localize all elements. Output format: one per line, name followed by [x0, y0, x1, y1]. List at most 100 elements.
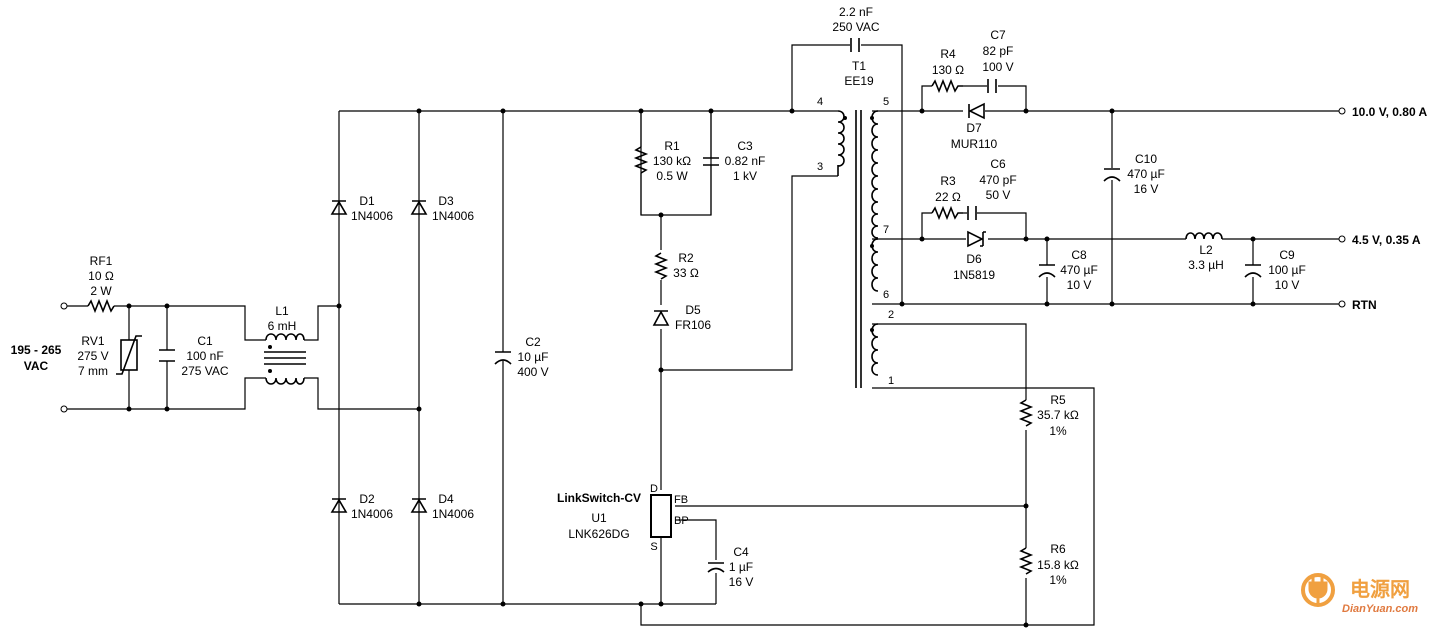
svg-text:470 pF: 470 pF	[979, 173, 1016, 187]
rv1-label: RV1 275 V 7 mm	[77, 334, 108, 378]
r1-symbol	[633, 146, 649, 174]
rv1-symbol	[116, 335, 142, 375]
d3-label: D3 1N4006	[432, 194, 474, 223]
svg-text:400 V: 400 V	[517, 365, 548, 379]
d4-label: D4 1N4006	[432, 492, 474, 521]
rf1-symbol	[87, 298, 115, 314]
input-label: 195 - 265 VAC	[11, 343, 62, 373]
svg-text:T1: T1	[852, 59, 866, 73]
svg-text:RV1: RV1	[81, 334, 104, 348]
c3-label: C3 0.82 nF 1 kV	[725, 139, 766, 183]
svg-text:470 µF: 470 µF	[1127, 167, 1165, 181]
r2-label: R2 33 Ω	[673, 251, 699, 280]
l1-symbol	[264, 333, 306, 385]
svg-text:4: 4	[817, 96, 823, 108]
svg-text:130 Ω: 130 Ω	[932, 63, 964, 77]
svg-text:BP: BP	[674, 515, 689, 527]
svg-text:1N4006: 1N4006	[351, 209, 393, 223]
u1-label: LinkSwitch-CV U1 LNK626DG D S FB BP	[557, 483, 689, 553]
watermark-site: DianYuan.com	[1342, 603, 1418, 615]
svg-text:R3: R3	[940, 174, 956, 188]
c2-label: C2 10 µF 400 V	[517, 335, 548, 379]
svg-text:100 V: 100 V	[982, 60, 1013, 74]
d5-label: D5 FR106	[675, 303, 711, 332]
r4-symbol	[931, 78, 963, 94]
svg-text:C9: C9	[1279, 248, 1295, 262]
svg-text:50 V: 50 V	[986, 188, 1011, 202]
svg-text:1N4006: 1N4006	[351, 507, 393, 521]
d6-label: D6 1N5819	[953, 252, 995, 282]
svg-text:82 pF: 82 pF	[983, 44, 1014, 58]
svg-text:C3: C3	[737, 139, 753, 153]
svg-text:D7: D7	[966, 121, 982, 135]
svg-text:L2: L2	[1199, 243, 1213, 257]
svg-text:S: S	[650, 541, 657, 553]
svg-text:0.5 W: 0.5 W	[656, 169, 688, 183]
svg-text:15.8 kΩ: 15.8 kΩ	[1037, 558, 1079, 572]
svg-text:D3: D3	[438, 194, 454, 208]
l2-symbol	[1185, 232, 1223, 240]
cy-label: 2.2 nF 250 VAC	[832, 5, 879, 34]
svg-text:3: 3	[817, 161, 823, 173]
svg-text:R2: R2	[678, 251, 694, 265]
svg-text:EE19: EE19	[844, 74, 874, 88]
c9-label: C9 100 µF 10 V	[1268, 248, 1306, 292]
svg-text:D4: D4	[438, 492, 454, 506]
svg-text:2.2 nF: 2.2 nF	[839, 5, 873, 19]
svg-text:33 Ω: 33 Ω	[673, 266, 699, 280]
svg-text:2 W: 2 W	[90, 284, 112, 298]
svg-text:LinkSwitch-CV: LinkSwitch-CV	[557, 491, 641, 505]
svg-text:10 V: 10 V	[1067, 278, 1092, 292]
svg-text:250 VAC: 250 VAC	[832, 20, 879, 34]
svg-text:C4: C4	[733, 545, 749, 559]
svg-text:MUR110: MUR110	[951, 137, 998, 151]
r5-label: R5 35.7 kΩ 1%	[1037, 393, 1079, 438]
svg-text:R1: R1	[664, 139, 680, 153]
svg-text:D6: D6	[966, 252, 982, 266]
svg-text:1N4006: 1N4006	[432, 507, 474, 521]
svg-text:C1: C1	[197, 334, 213, 348]
svg-text:275 VAC: 275 VAC	[181, 364, 228, 378]
input-voltage-unit: VAC	[24, 359, 49, 373]
d1-label: D1 1N4006	[351, 194, 393, 223]
c9-symbol	[1244, 264, 1262, 278]
d2-label: D2 1N4006	[351, 492, 393, 521]
svg-text:10 Ω: 10 Ω	[88, 269, 114, 283]
c10-symbol	[1103, 168, 1121, 182]
r5-symbol	[1018, 399, 1034, 427]
svg-text:D5: D5	[685, 303, 701, 317]
bridge-diodes	[330, 200, 428, 513]
c6-label: C6 470 pF 50 V	[979, 157, 1016, 202]
svg-text:C6: C6	[990, 157, 1006, 171]
svg-text:22 Ω: 22 Ω	[935, 190, 961, 204]
output-terminal-10v	[1338, 107, 1346, 115]
svg-text:5: 5	[883, 96, 889, 108]
svg-text:C2: C2	[525, 335, 541, 349]
c1-symbol	[159, 349, 175, 362]
watermark-logo: 电源网 DianYuan.com	[1301, 573, 1418, 615]
svg-text:7: 7	[883, 224, 889, 236]
r1-label: R1 130 kΩ 0.5 W	[653, 139, 691, 183]
output-4v5-label: 4.5 V, 0.35 A	[1352, 233, 1421, 247]
l2-label: L2 3.3 µH	[1188, 243, 1224, 272]
svg-text:1N4006: 1N4006	[432, 209, 474, 223]
svg-text:R5: R5	[1050, 393, 1066, 407]
svg-text:FR106: FR106	[675, 318, 711, 332]
svg-text:RF1: RF1	[90, 254, 113, 268]
c2-symbol	[494, 351, 512, 365]
t1-label: T1 EE19 1 2 3 4 5 6 7	[817, 59, 894, 387]
output-terminal-4v5	[1338, 235, 1346, 243]
svg-text:10 µF: 10 µF	[518, 350, 549, 364]
svg-text:7 mm: 7 mm	[78, 364, 108, 378]
svg-text:6 mH: 6 mH	[268, 319, 297, 333]
c4-symbol	[707, 562, 725, 573]
c8-symbol	[1038, 264, 1056, 278]
svg-text:1%: 1%	[1049, 424, 1067, 438]
svg-text:R6: R6	[1050, 542, 1066, 556]
junction-dots	[126, 108, 1256, 628]
l1-label: L1 6 mH	[268, 304, 297, 333]
svg-text:100 µF: 100 µF	[1268, 263, 1306, 277]
svg-text:C7: C7	[990, 28, 1006, 42]
r6-label: R6 15.8 kΩ 1%	[1037, 542, 1079, 587]
